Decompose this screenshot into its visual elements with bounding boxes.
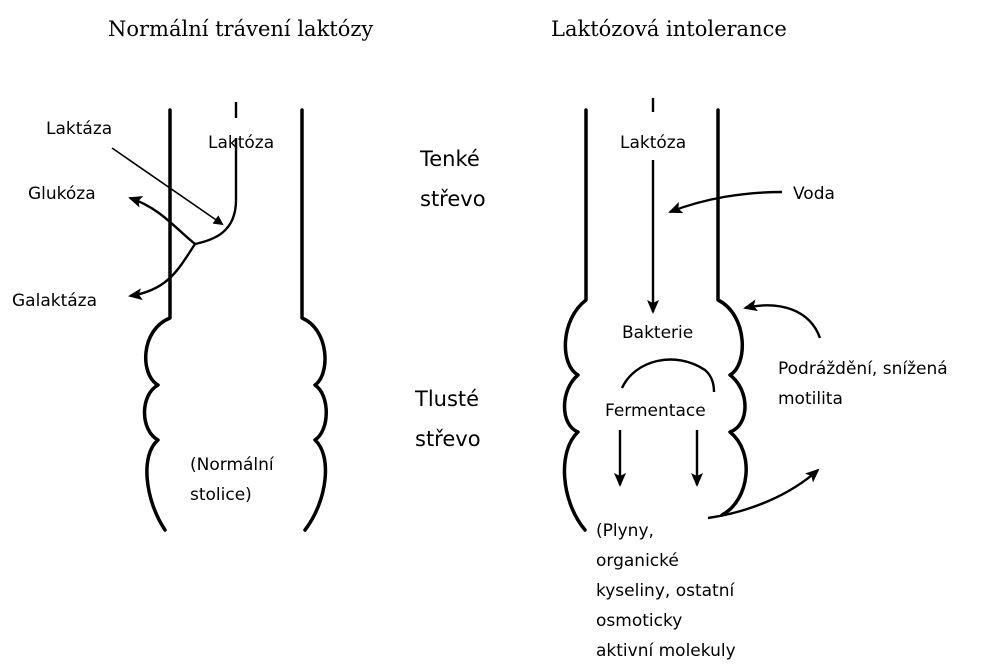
left-panel-title: Normální trávení laktózy (108, 17, 373, 41)
large-intestine-label-2: střevo (415, 427, 481, 451)
irritation-arrow (745, 305, 820, 338)
normal-stool-label-1: (Normální (190, 455, 275, 475)
small-intestine-label-1: Tenké (419, 147, 480, 171)
left-lactose-path (112, 102, 236, 296)
right-lactose-label: Laktóza (620, 133, 686, 153)
products-arrow (708, 470, 818, 518)
small-intestine-label-2: střevo (420, 187, 486, 211)
products-label: (Plyny, organické kyseliny, ostatní osmo… (596, 521, 736, 661)
water-label: Voda (793, 184, 835, 204)
products-line: (Plyny, (596, 521, 654, 541)
right-panel-title: Laktózová intolerance (551, 17, 787, 41)
right-intestine-outline (564, 110, 746, 530)
fermentation-label: Fermentace (605, 401, 706, 421)
irritation-label-1: Podráždění, snížená (778, 359, 948, 379)
products-line: osmoticky (596, 611, 682, 631)
normal-stool-label-2: stolice) (190, 485, 252, 505)
products-line: organické (596, 551, 679, 571)
products-line: aktivní molekuly (596, 641, 736, 661)
water-arrow (670, 192, 782, 212)
glucose-label: Glukóza (28, 184, 96, 204)
bacteria-label: Bakterie (622, 323, 693, 343)
irritation-label-2: motilita (778, 389, 843, 409)
large-intestine-label-1: Tlusté (414, 387, 479, 411)
lactase-label: Laktáza (46, 119, 112, 139)
galactose-label: Galaktáza (12, 291, 97, 311)
left-lactose-label: Laktóza (208, 133, 274, 153)
fermentation-arc (622, 360, 714, 392)
products-line: kyseliny, ostatní (596, 581, 735, 601)
